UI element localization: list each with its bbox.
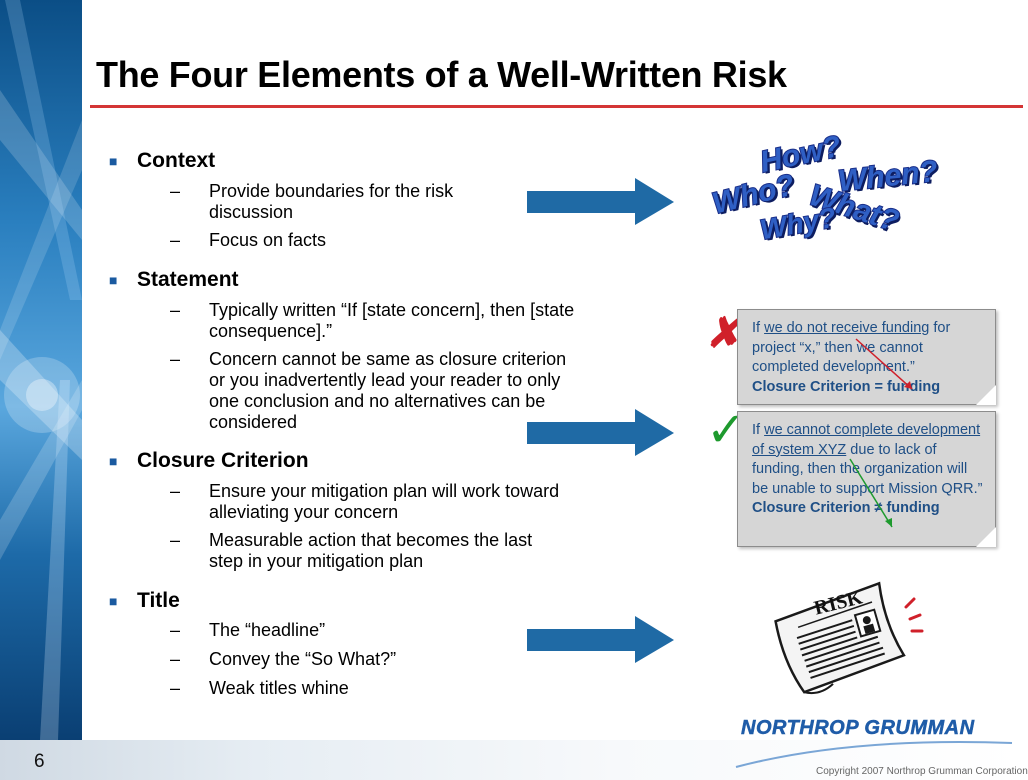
dash-icon: – bbox=[170, 481, 181, 501]
dash-icon: – bbox=[170, 181, 181, 201]
copyright-text: Copyright 2007 Northrop Grumman Corporat… bbox=[816, 766, 1028, 777]
good-example-concern: we cannot complete development of system… bbox=[752, 422, 981, 458]
section-heading-title: Title bbox=[137, 589, 180, 612]
bullet-icon: ■ bbox=[109, 453, 118, 469]
dash-icon: – bbox=[170, 349, 181, 369]
section-heading-statement: Statement bbox=[137, 268, 239, 291]
bullet-icon: ■ bbox=[109, 272, 118, 288]
bad-example-post: for project “x,” then we cannot complete… bbox=[752, 320, 951, 375]
page-fold bbox=[976, 527, 996, 547]
company-logo: NORTHROP GRUMMAN bbox=[741, 717, 975, 740]
arrow-right-icon bbox=[527, 616, 674, 663]
slide-number: 6 bbox=[34, 751, 45, 772]
closure-item-1: Ensure your mitigation plan will work to… bbox=[209, 481, 560, 522]
light-burst-graphic bbox=[0, 0, 82, 740]
bad-example-concern: we do not receive funding bbox=[764, 320, 930, 336]
dash-icon: – bbox=[170, 300, 181, 320]
slide-title: The Four Elements of a Well-Written Risk bbox=[96, 54, 787, 95]
title-item-2: Convey the “So What?” bbox=[209, 649, 397, 669]
green-link-line bbox=[849, 458, 893, 528]
bad-example-note: If we do not receive funding for project… bbox=[737, 309, 996, 405]
title-rule bbox=[90, 105, 1023, 108]
dash-icon: – bbox=[170, 649, 181, 669]
context-item-1: Provide boundaries for the risk discussi… bbox=[209, 181, 454, 222]
arrow-right-icon bbox=[527, 178, 674, 225]
red-link-line bbox=[855, 338, 913, 390]
statement-item-2: Concern cannot be same as closure criter… bbox=[209, 349, 567, 432]
logo-swoosh-graphic bbox=[735, 741, 1013, 768]
bad-example-closure: Closure Criterion = funding bbox=[752, 378, 941, 395]
dash-icon: – bbox=[170, 678, 181, 698]
good-example-post: due to lack of funding, then the organiz… bbox=[752, 441, 983, 497]
dash-icon: – bbox=[170, 620, 181, 640]
bad-example-pre: If bbox=[752, 320, 765, 336]
page-fold bbox=[976, 385, 996, 405]
closure-item-2: Measurable action that becomes the last … bbox=[209, 530, 533, 571]
good-example-pre: If bbox=[752, 422, 765, 438]
dash-icon: – bbox=[170, 230, 181, 250]
title-item-3: Weak titles whine bbox=[209, 678, 349, 698]
decorative-sidebar bbox=[0, 0, 82, 740]
bullet-icon: ■ bbox=[109, 593, 118, 609]
newspaper-icon bbox=[774, 581, 924, 695]
section-heading-closure-criterion: Closure Criterion bbox=[137, 449, 309, 472]
good-example-note: If we cannot complete development of sys… bbox=[737, 411, 996, 547]
statement-item-1: Typically written “If [state concern], t… bbox=[209, 300, 575, 341]
bullet-icon: ■ bbox=[109, 153, 118, 169]
good-example-closure: Closure Criterion ≠ funding bbox=[752, 500, 940, 516]
dash-icon: – bbox=[170, 530, 181, 550]
section-heading-context: Context bbox=[137, 149, 216, 172]
title-item-1: The “headline” bbox=[209, 620, 326, 640]
arrow-right-icon bbox=[527, 409, 674, 456]
context-item-2: Focus on facts bbox=[209, 230, 327, 250]
